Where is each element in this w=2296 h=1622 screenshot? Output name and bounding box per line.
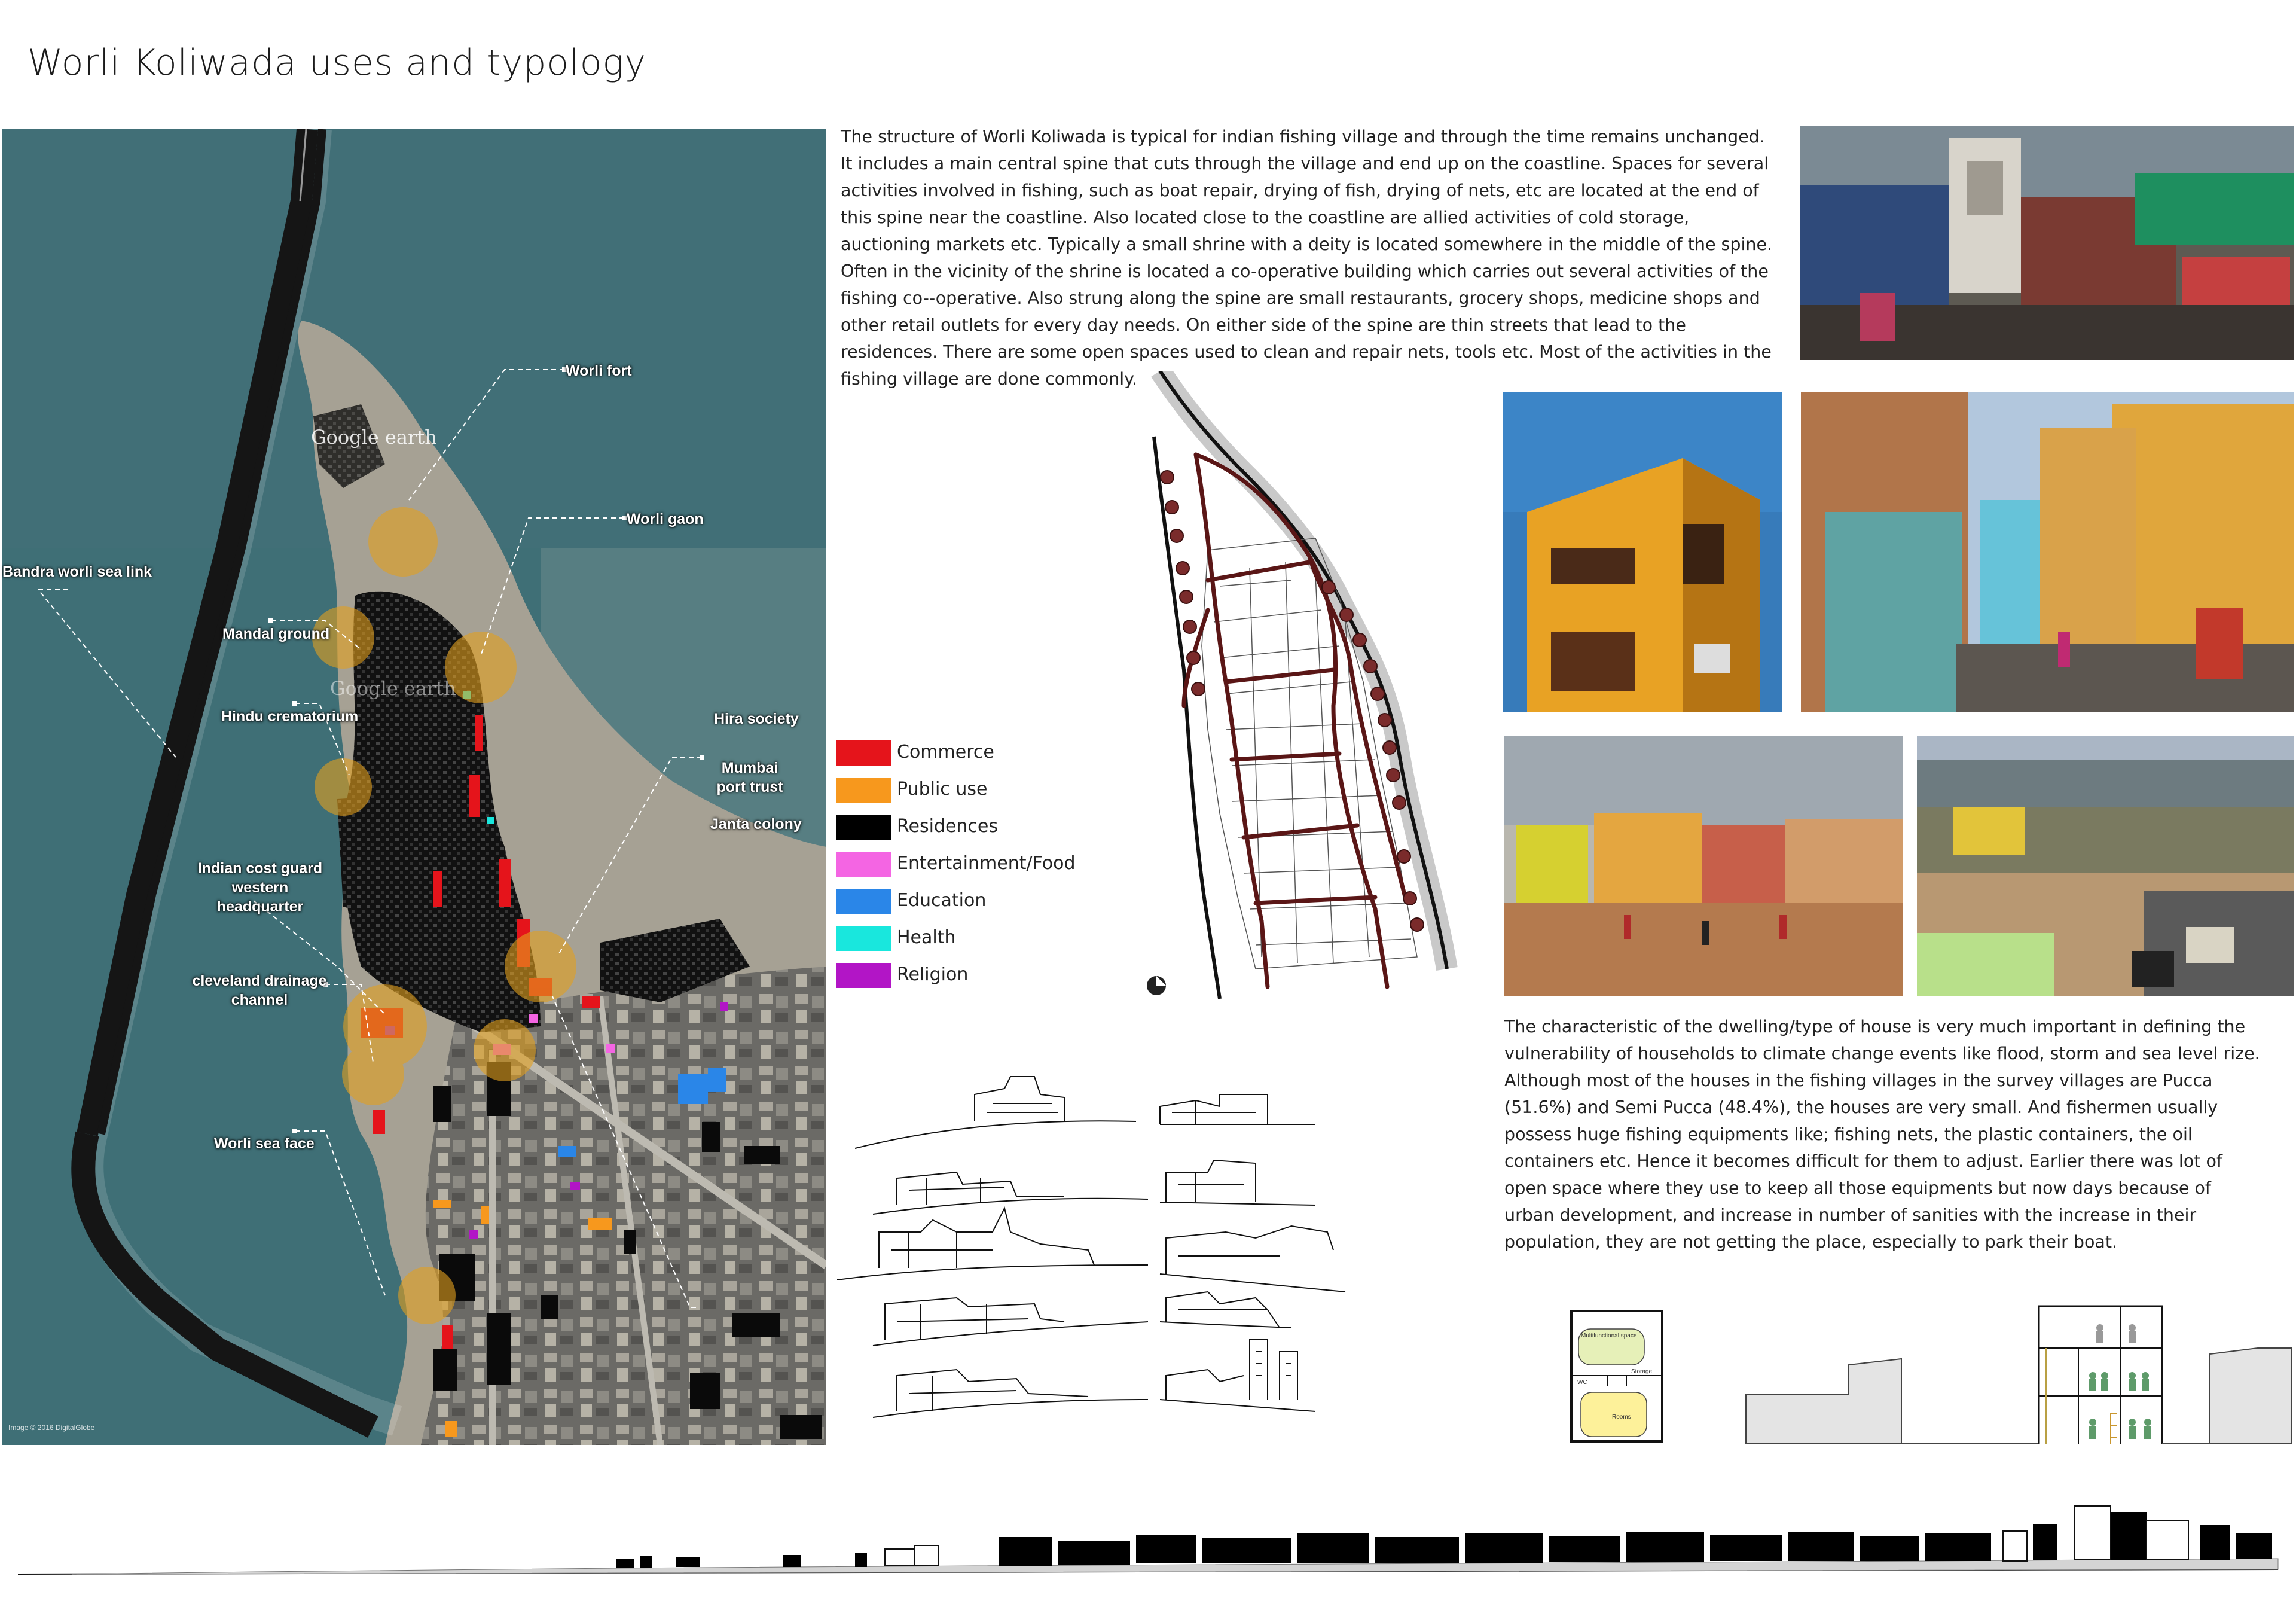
dwelling-paragraph: The characteristic of the dwelling/type … [1504,1017,2260,1252]
satellite-map: Worli fort Worli gaon Bandra worli sea l… [2,129,826,1445]
legend-swatch [836,889,891,914]
plan-label-wc: WC [1577,1379,1587,1386]
map-label-sea-face: Worli sea face [214,1135,315,1152]
legend-swatch [836,963,891,988]
google-earth-watermark: Google earth [311,426,437,449]
village-skyline-section [17,1499,2290,1589]
house-floor-plan: Multifunctional space WC Storage Rooms [1569,1309,1665,1444]
plan-label-multifunctional: Multifunctional space [1581,1333,1637,1339]
map-label-worli-gaon: Worli gaon [627,511,704,528]
photo-colorful-lane [1801,392,2294,712]
google-earth-watermark-2: Google earth [330,677,456,700]
legend-label: Entertainment/Food [897,853,1076,874]
village-street-plan [1136,365,1471,999]
photo-open-ground [1504,736,1903,996]
intro-paragraph: The structure of Worli Koliwada is typic… [841,127,1773,389]
map-label-coast-guard: Indian cost guard western headquarter [197,860,323,915]
legend-label: Religion [897,964,969,985]
map-label-sea-link: Bandra worli sea link [2,563,152,580]
legend-swatch [836,815,891,840]
legend-label: Public use [897,779,988,800]
house-section-diagram [1744,1294,2294,1445]
photo-yellow-house [1503,392,1782,712]
map-label-mandal-ground: Mandal ground [222,626,330,642]
plan-label-rooms: Rooms [1612,1414,1631,1420]
legend-swatch [836,778,891,803]
legend-label: Education [897,890,987,911]
legend-swatch [836,926,891,951]
map-label-cleveland: cleveland drainage channel [192,972,327,1008]
legend-label: Health [897,927,956,948]
map-label-mumbai-port-trust: Mumbai port trust [716,760,783,795]
map-label-hindu-crematorium: Hindu crematorium [221,708,359,725]
imagery-credit: Image © 2016 DigitalGlobe [8,1423,95,1432]
map-graphic [2,129,826,1445]
legend-label: Residences [897,816,999,837]
plan-label-storage: Storage [1631,1368,1653,1375]
legend-swatch [836,852,891,877]
map-label-worli-fort: Worli fort [566,362,632,379]
photo-parked-street [1917,736,2294,996]
legend-label: Commerce [897,742,994,763]
map-label-hira-society: Hira society [714,711,799,727]
map-label-janta-colony: Janta colony [710,816,802,833]
page-title: Worli Koliwada uses and typology [28,42,646,84]
street-elevation-sketches [836,1053,1471,1435]
photo-shrine-street [1800,126,2294,360]
legend-swatch [836,740,891,766]
